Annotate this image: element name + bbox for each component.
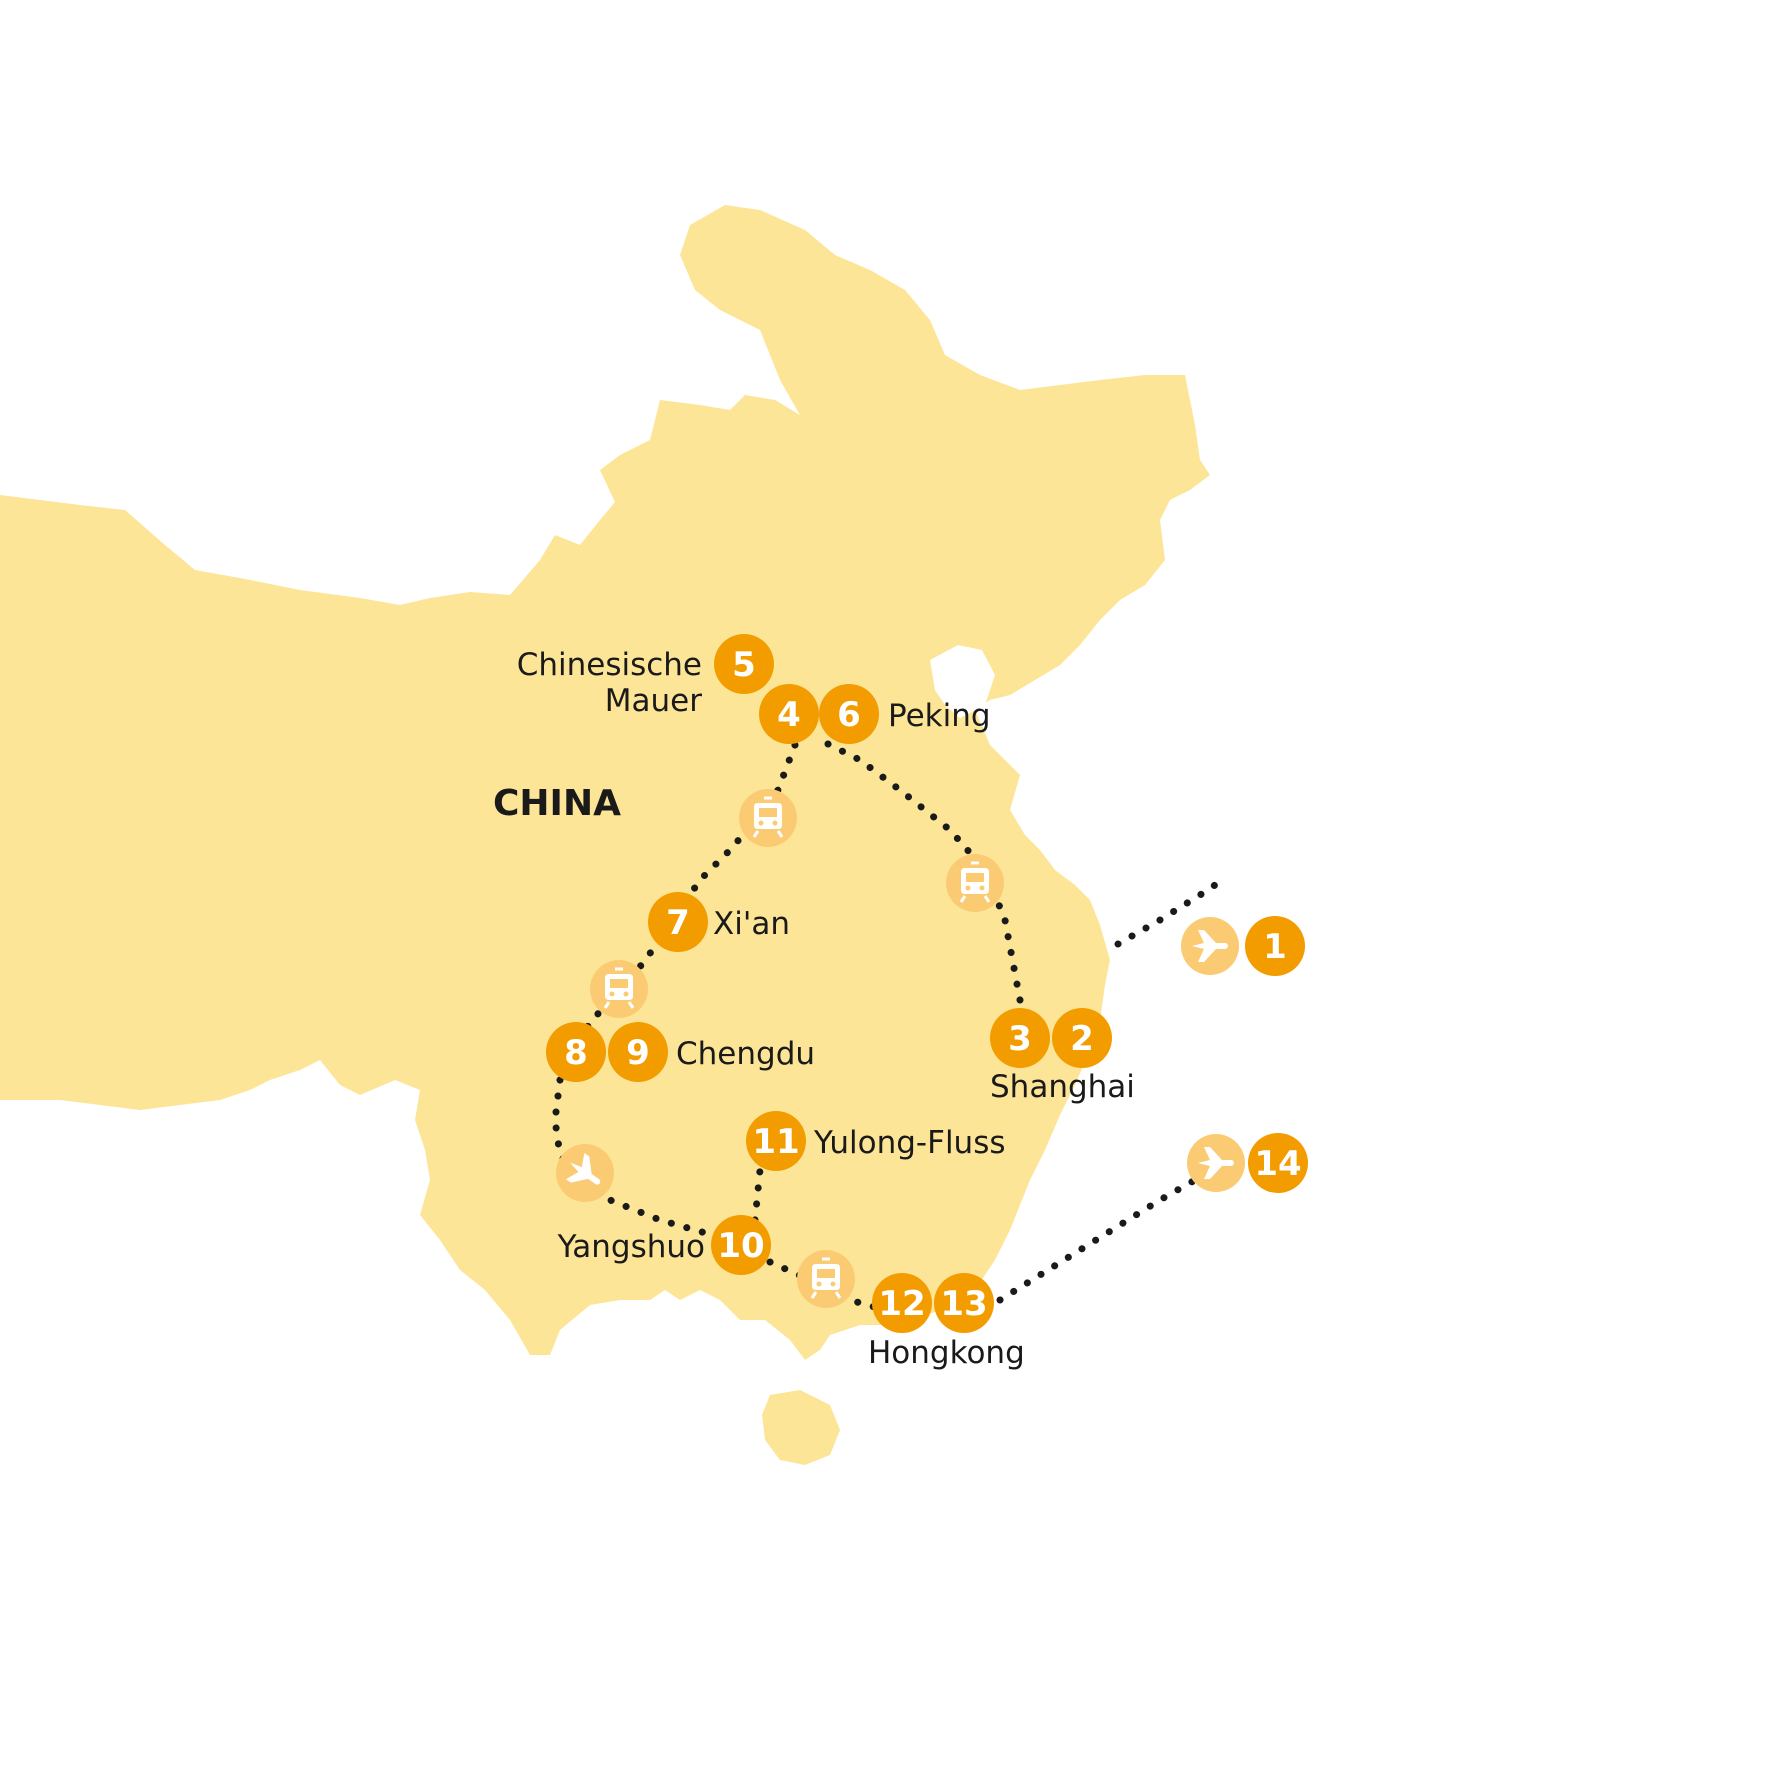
- chengdu-label: Chengdu: [676, 1036, 815, 1072]
- mainland-shape: [0, 205, 1210, 1360]
- transport-markers: [556, 789, 1245, 1308]
- svg-text:6: 6: [837, 695, 861, 735]
- svg-text:4: 4: [777, 695, 801, 735]
- svg-text:3: 3: [1008, 1019, 1032, 1059]
- route-shanghai-beijing: [816, 736, 1024, 1004]
- country-label: CHINA: [493, 783, 621, 824]
- great-wall-label-line2: Mauer: [605, 683, 702, 719]
- route-yangshuo-yulong: [751, 1166, 764, 1224]
- train-icon: [739, 789, 797, 847]
- shanghai-label: Shanghai: [990, 1069, 1135, 1105]
- stop-marker: 11: [746, 1111, 806, 1171]
- taiwan-island: [930, 645, 995, 718]
- train-icon: [797, 1250, 855, 1308]
- xian-label: Xi'an: [713, 906, 790, 942]
- svg-text:10: 10: [717, 1226, 764, 1266]
- stop-marker: 13: [934, 1273, 994, 1333]
- stop-marker: 8: [546, 1022, 606, 1082]
- stop-markers: 1 2 3 4 5 6 7 8: [546, 634, 1308, 1333]
- plane-icon: [556, 1144, 614, 1202]
- china-landmass: [0, 205, 1210, 1465]
- train-icon: [946, 854, 1004, 912]
- stop-marker: 9: [608, 1022, 668, 1082]
- svg-text:11: 11: [752, 1122, 799, 1162]
- svg-text:1: 1: [1263, 927, 1287, 967]
- stop-marker: 1: [1245, 916, 1305, 976]
- stop-marker: 3: [990, 1008, 1050, 1068]
- yulong-label: Yulong-Fluss: [813, 1125, 1006, 1161]
- stop-marker: 6: [819, 684, 879, 744]
- svg-text:9: 9: [626, 1033, 650, 1073]
- plane-icon: [1181, 917, 1239, 975]
- yangshuo-label: Yangshuo: [557, 1229, 705, 1265]
- stop-marker: 10: [711, 1215, 771, 1275]
- plane-icon: [1187, 1134, 1245, 1192]
- stop-marker: 2: [1052, 1008, 1112, 1068]
- great-wall-label-line1: Chinesische: [517, 647, 702, 683]
- route-flight-departure: [996, 1176, 1199, 1304]
- stop-marker: 5: [714, 634, 774, 694]
- svg-text:12: 12: [878, 1284, 925, 1324]
- svg-text:5: 5: [732, 645, 756, 685]
- stop-marker: 4: [759, 684, 819, 744]
- hainan-island: [762, 1390, 840, 1465]
- train-icon: [590, 960, 648, 1018]
- svg-text:13: 13: [940, 1284, 987, 1324]
- stop-marker: 14: [1248, 1133, 1308, 1193]
- svg-text:14: 14: [1254, 1144, 1301, 1184]
- stop-marker: 7: [648, 892, 708, 952]
- stop-marker: 12: [872, 1273, 932, 1333]
- hongkong-label: Hongkong: [868, 1335, 1025, 1371]
- svg-text:2: 2: [1070, 1019, 1094, 1059]
- place-labels: CHINA Chinesische Mauer Peking Xi'an Che…: [493, 647, 1135, 1371]
- svg-text:8: 8: [564, 1033, 588, 1073]
- svg-text:7: 7: [666, 903, 690, 943]
- beijing-label: Peking: [888, 698, 991, 734]
